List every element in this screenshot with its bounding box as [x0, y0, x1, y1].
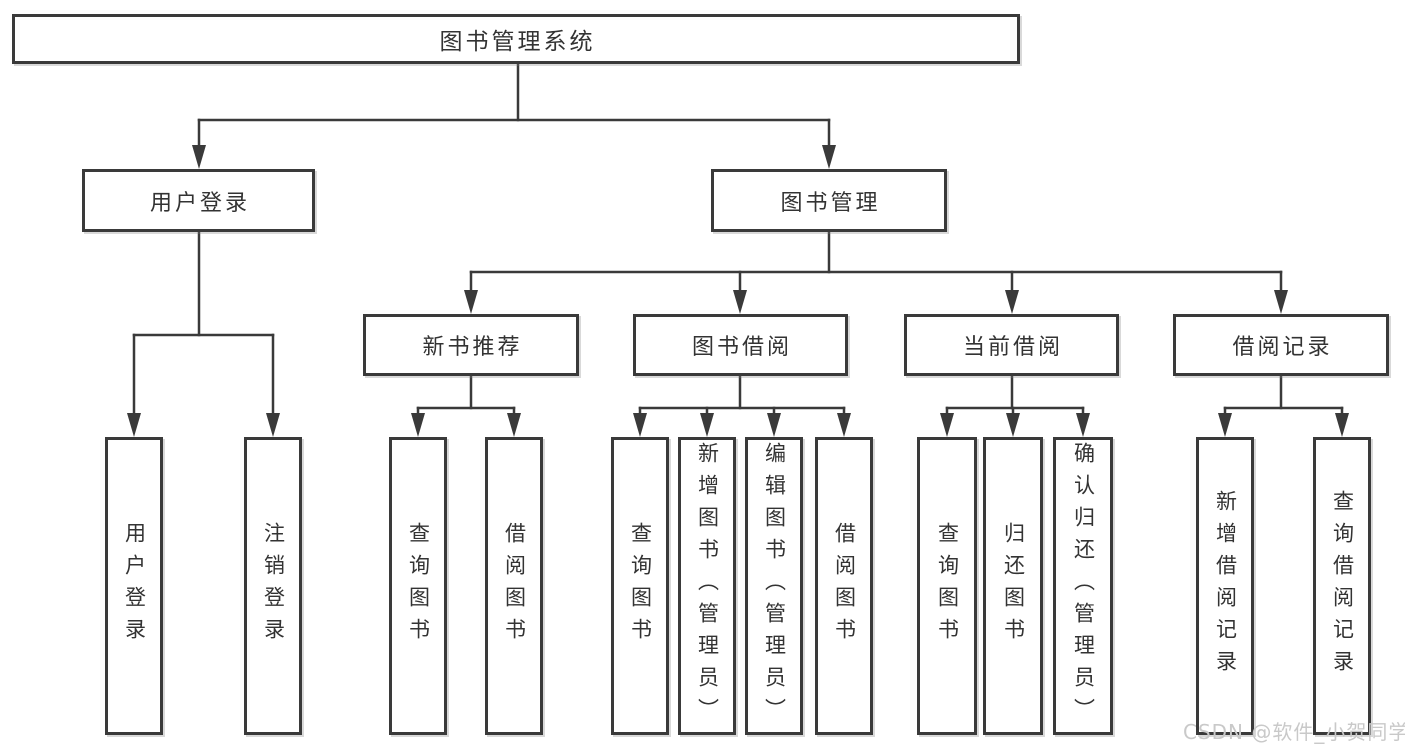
- csdn-watermark: CSDN @软件_小贺同学: [1183, 720, 1405, 744]
- arrowhead: [192, 145, 206, 169]
- leaf-query-book-borrow-label: 查询图书: [628, 522, 653, 650]
- leaf-edit-book-admin-label: 编辑图书（管理员）: [762, 442, 787, 730]
- leaf-query-book-recommend: 查询图书: [389, 437, 447, 735]
- arrowhead: [507, 413, 521, 437]
- node-current-borrow-label: 当前借阅: [962, 335, 1063, 360]
- arrowhead: [1005, 290, 1019, 314]
- leaf-borrow-book: 借阅图书: [815, 437, 873, 735]
- leaf-borrow-book-label: 借阅图书: [832, 522, 857, 650]
- leaf-query-borrow-record-label: 查询借阅记录: [1330, 490, 1355, 682]
- node-book-management-label: 图书管理: [780, 190, 881, 216]
- arrowhead: [767, 413, 781, 437]
- node-user-login-label: 用户登录: [149, 190, 250, 216]
- arrowhead: [127, 413, 141, 437]
- arrowhead: [700, 413, 714, 437]
- leaf-confirm-return-admin: 确认归还（管理员）: [1053, 437, 1113, 735]
- leaf-borrow-book-recommend-label: 借阅图书: [502, 522, 527, 650]
- node-borrow-records: 借阅记录: [1173, 314, 1389, 376]
- arrowhead: [633, 413, 647, 437]
- node-borrow-records-label: 借阅记录: [1232, 335, 1333, 360]
- node-new-book-recommend-label: 新书推荐: [422, 335, 523, 360]
- leaf-logout-label: 注销登录: [261, 522, 286, 650]
- arrowhead: [1218, 413, 1232, 437]
- leaf-add-borrow-record: 新增借阅记录: [1196, 437, 1254, 735]
- node-library-system-label: 图书管理系统: [439, 29, 596, 55]
- leaf-query-book-borrow: 查询图书: [611, 437, 669, 735]
- arrowhead: [940, 413, 954, 437]
- node-library-system: 图书管理系统: [12, 14, 1020, 64]
- arrowhead: [733, 290, 747, 314]
- leaf-return-book-label: 归还图书: [1001, 522, 1026, 650]
- node-new-book-recommend: 新书推荐: [363, 314, 579, 376]
- leaf-confirm-return-admin-label: 确认归还（管理员）: [1071, 442, 1096, 730]
- arrowhead: [1335, 413, 1349, 437]
- arrowhead: [266, 413, 280, 437]
- arrowhead: [1076, 413, 1090, 437]
- leaf-logout: 注销登录: [244, 437, 302, 735]
- node-user-login: 用户登录: [82, 169, 315, 232]
- node-book-management: 图书管理: [711, 169, 947, 232]
- leaf-query-book-current-label: 查询图书: [935, 522, 960, 650]
- arrowhead: [411, 413, 425, 437]
- arrowhead: [822, 145, 836, 169]
- arrowhead: [464, 290, 478, 314]
- leaf-query-borrow-record: 查询借阅记录: [1313, 437, 1371, 735]
- leaf-add-book-admin-label: 新增图书（管理员）: [695, 442, 720, 730]
- leaf-user-login-label: 用户登录: [122, 522, 147, 650]
- arrowhead: [1274, 290, 1288, 314]
- arrowhead: [1006, 413, 1020, 437]
- leaf-return-book: 归还图书: [983, 437, 1043, 735]
- leaf-borrow-book-recommend: 借阅图书: [485, 437, 543, 735]
- leaf-edit-book-admin: 编辑图书（管理员）: [745, 437, 803, 735]
- leaf-add-borrow-record-label: 新增借阅记录: [1213, 490, 1238, 682]
- node-book-borrow: 图书借阅: [633, 314, 848, 376]
- node-book-borrow-label: 图书借阅: [691, 335, 792, 360]
- node-current-borrow: 当前借阅: [904, 314, 1119, 376]
- arrowhead: [837, 413, 851, 437]
- leaf-user-login: 用户登录: [105, 437, 163, 735]
- leaf-query-book-recommend-label: 查询图书: [406, 522, 431, 650]
- leaf-query-book-current: 查询图书: [917, 437, 977, 735]
- leaf-add-book-admin: 新增图书（管理员）: [678, 437, 736, 735]
